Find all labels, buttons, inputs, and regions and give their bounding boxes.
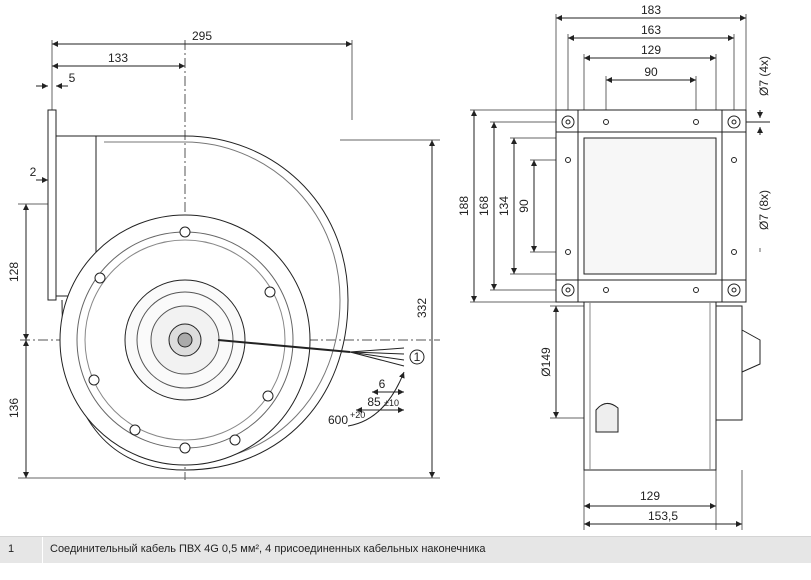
dim-133: 133 — [108, 51, 128, 65]
dim-600-tolerance: +20 — [350, 410, 365, 420]
dim-hole-4x: Ø7 (4x) — [757, 56, 771, 96]
dim-129-top: 129 — [641, 43, 661, 57]
technical-drawing: 295 133 5 2 128 136 332 6 85 ±10 600 +20… — [7, 3, 771, 530]
dim-168: 168 — [477, 196, 491, 216]
side-view — [470, 14, 770, 530]
dim-153-5: 153,5 — [648, 509, 678, 523]
dim-183: 183 — [641, 3, 661, 17]
dim-188: 188 — [457, 196, 471, 216]
dim-5: 5 — [69, 71, 76, 85]
dim-hole-8x: Ø7 (8x) — [757, 190, 771, 230]
dim-6: 6 — [379, 377, 386, 391]
dim-163: 163 — [641, 23, 661, 37]
dim-600: 600 — [328, 413, 348, 427]
dim-295: 295 — [192, 29, 212, 43]
dim-85: 85 — [367, 395, 381, 409]
dim-90-side: 90 — [517, 199, 531, 213]
dim-90-top: 90 — [644, 65, 658, 79]
legend-number: 1 — [8, 543, 15, 555]
dim-85-tolerance: ±10 — [384, 398, 399, 408]
callout-1: 1 — [414, 350, 421, 364]
dim-332: 332 — [415, 298, 429, 318]
legend-text: Соединительный кабель ПВХ 4G 0,5 мм², 4 … — [50, 543, 486, 555]
legend-row: 1 Соединительный кабель ПВХ 4G 0,5 мм², … — [0, 536, 811, 563]
legend-separator — [42, 537, 43, 563]
dim-136: 136 — [7, 398, 21, 418]
dim-134: 134 — [497, 196, 511, 216]
dim-2: 2 — [30, 165, 37, 179]
dim-128: 128 — [7, 262, 21, 282]
dim-149: Ø149 — [539, 347, 553, 377]
dim-129-bottom: 129 — [640, 489, 660, 503]
front-view — [18, 40, 440, 480]
